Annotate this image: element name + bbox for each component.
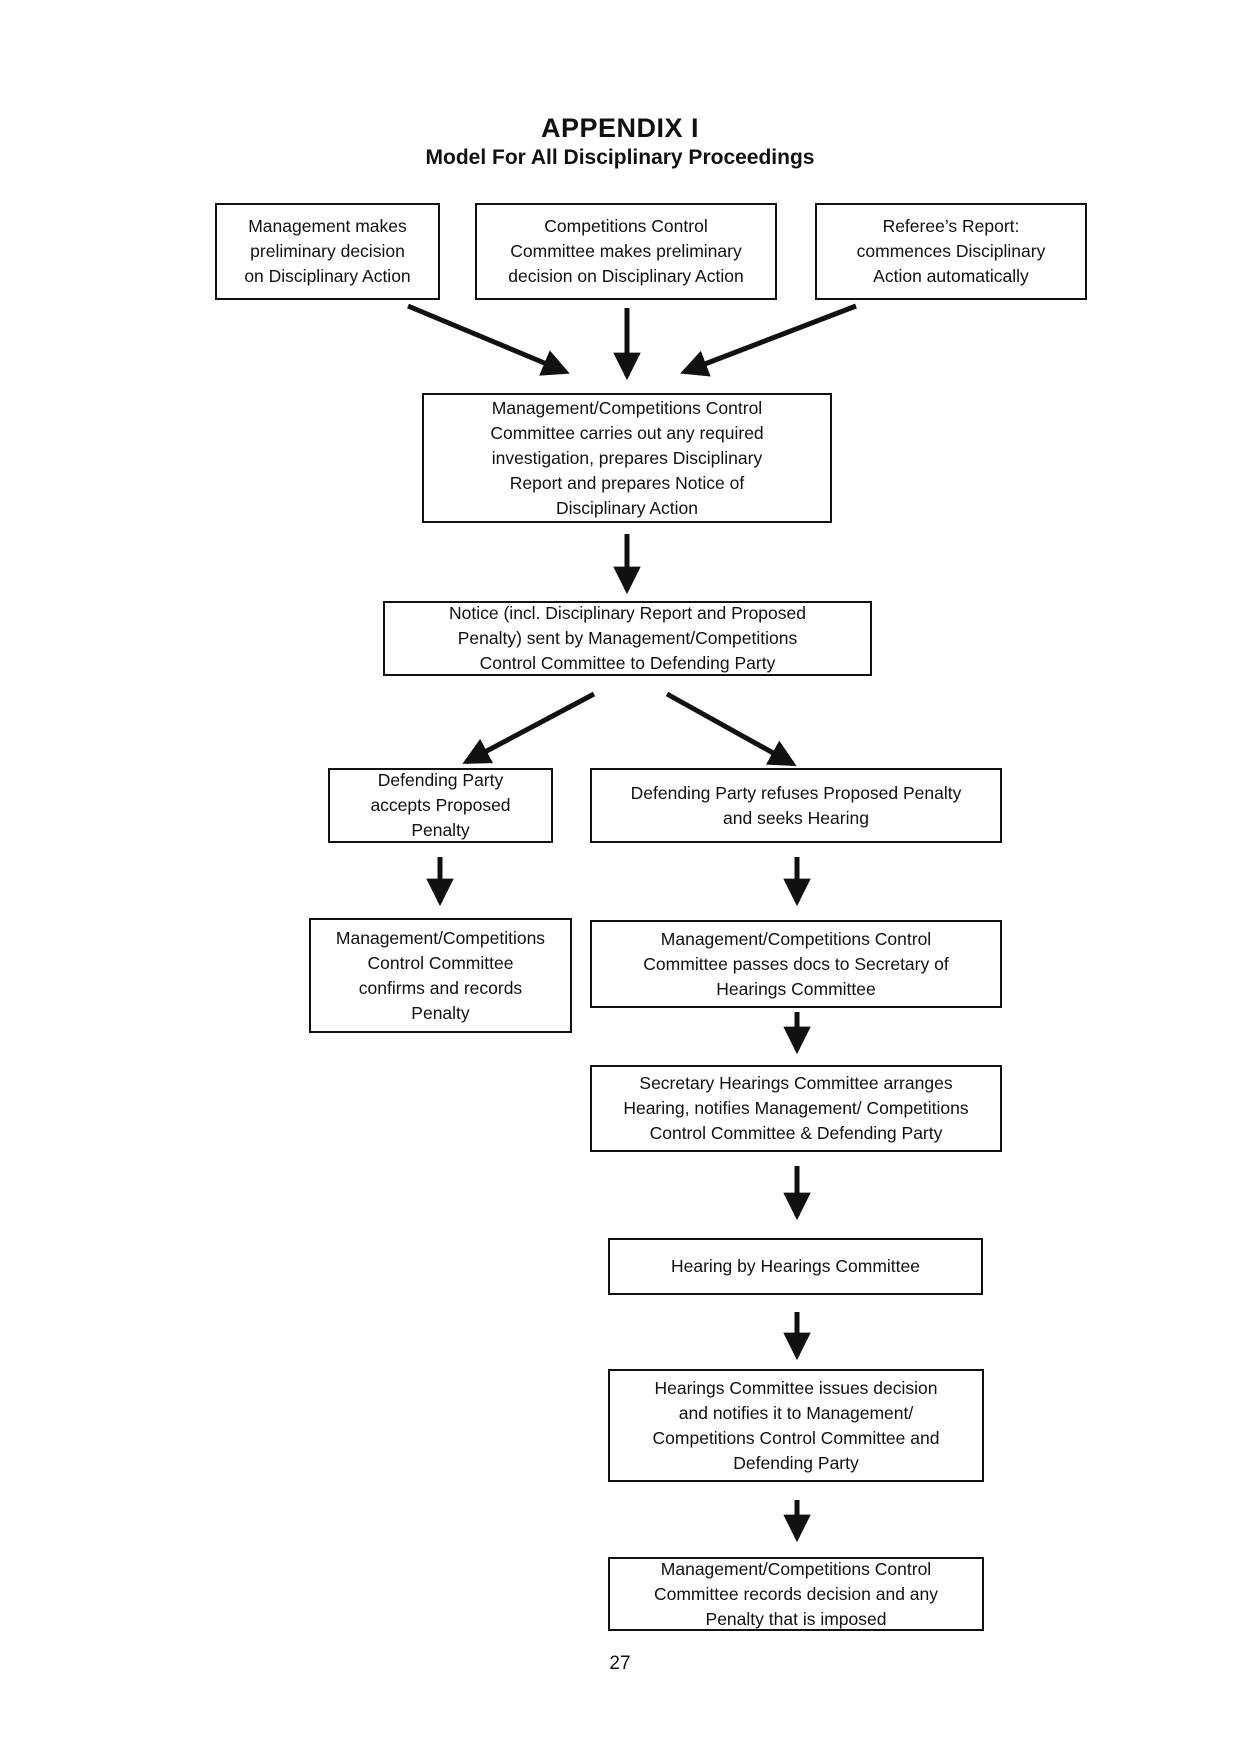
node-referee-report: Referee’s Report: commences Disciplinary… bbox=[815, 203, 1087, 300]
node-management-preliminary: Management makes preliminary decision on… bbox=[215, 203, 440, 300]
node-records-decision: Management/Competitions Control Committe… bbox=[608, 1557, 984, 1631]
node-confirms-penalty: Management/Competitions Control Committe… bbox=[309, 918, 572, 1033]
arrow-referee-to-investigation bbox=[680, 303, 857, 377]
node-secretary-arranges: Secretary Hearings Committee arranges He… bbox=[590, 1065, 1002, 1152]
node-issues-decision: Hearings Committee issues decision and n… bbox=[608, 1369, 984, 1482]
page-subtitle: Model For All Disciplinary Proceedings bbox=[425, 146, 815, 169]
page-number: 27 bbox=[609, 1653, 631, 1674]
node-ccc-preliminary: Competitions Control Committee makes pre… bbox=[475, 203, 777, 300]
node-refuses-penalty: Defending Party refuses Proposed Penalty… bbox=[590, 768, 1002, 843]
arrow-notice-to-accepts bbox=[462, 691, 596, 765]
arrow-management-to-investigation bbox=[407, 303, 570, 376]
node-accepts-penalty: Defending Party accepts Proposed Penalty bbox=[328, 768, 553, 843]
node-hearing: Hearing by Hearings Committee bbox=[608, 1238, 983, 1295]
arrow-notice-to-refuses bbox=[665, 691, 797, 767]
node-investigation: Management/Competitions Control Committe… bbox=[422, 393, 832, 523]
node-notice: Notice (incl. Disciplinary Report and Pr… bbox=[383, 601, 872, 676]
page-title: APPENDIX I bbox=[540, 113, 700, 143]
node-passes-docs: Management/Competitions Control Committe… bbox=[590, 920, 1002, 1008]
